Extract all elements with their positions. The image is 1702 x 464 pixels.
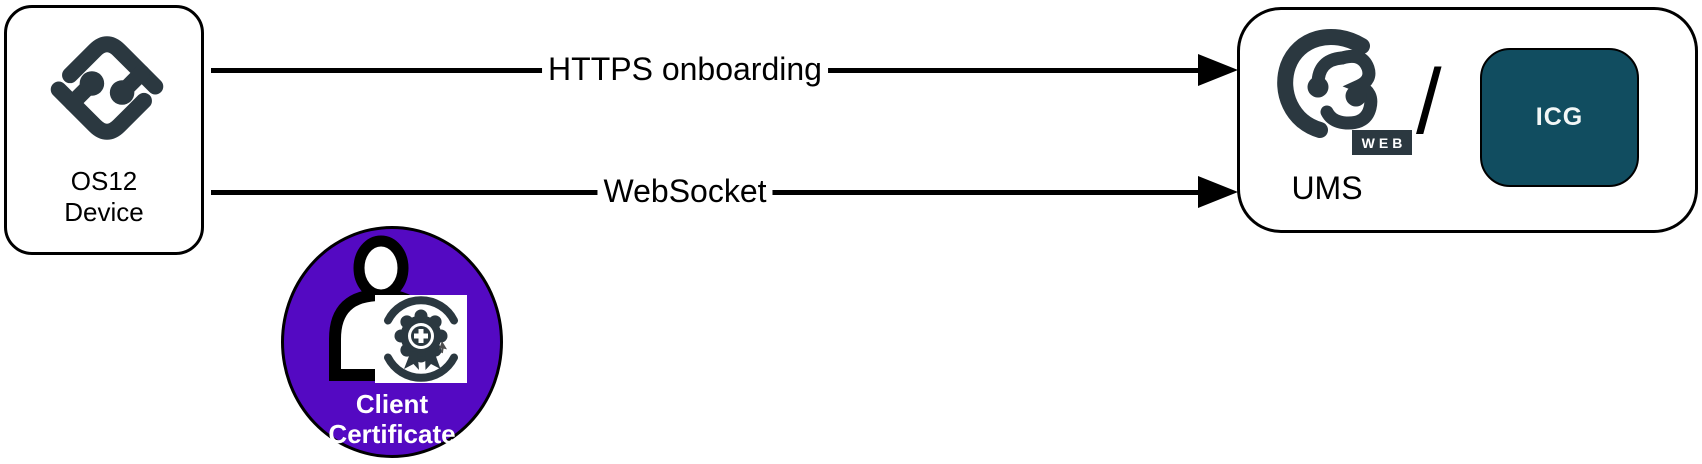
igel-os12-logo-icon: [50, 36, 164, 140]
device-label: OS12 Device: [7, 166, 201, 228]
websocket-label: WebSocket: [597, 173, 773, 210]
arrowhead-right-icon: [1198, 176, 1238, 208]
os12-device-node: OS12 Device: [4, 5, 204, 255]
rosette-award-icon: [394, 309, 448, 370]
igel-ums-web-logo-icon: [1277, 28, 1378, 138]
ums-label: UMS: [1291, 170, 1363, 206]
device-label-line2: Device: [64, 197, 144, 227]
person-certificate-icon: [329, 235, 467, 383]
ums-server-node: WEB / ICG UMS: [1237, 7, 1698, 233]
certificate-label: Client Certificate: [284, 389, 500, 449]
certificate-label-line2: Certificate: [328, 419, 456, 449]
web-badge: WEB: [1352, 130, 1412, 155]
client-certificate-badge: Client Certificate: [281, 226, 503, 458]
icg-node: ICG: [1480, 48, 1639, 187]
arrowhead-right-icon: [1198, 54, 1238, 86]
https-onboarding-label: HTTPS onboarding: [542, 51, 828, 88]
certificate-ring: [384, 296, 458, 382]
cursor-icon: [438, 341, 447, 354]
device-label-line1: OS12: [70, 166, 138, 196]
certificate-label-line1: Client: [355, 389, 429, 419]
person-head-shape: [353, 235, 409, 301]
slash-separator: /: [1416, 51, 1442, 153]
icg-label: ICG: [1535, 103, 1584, 131]
